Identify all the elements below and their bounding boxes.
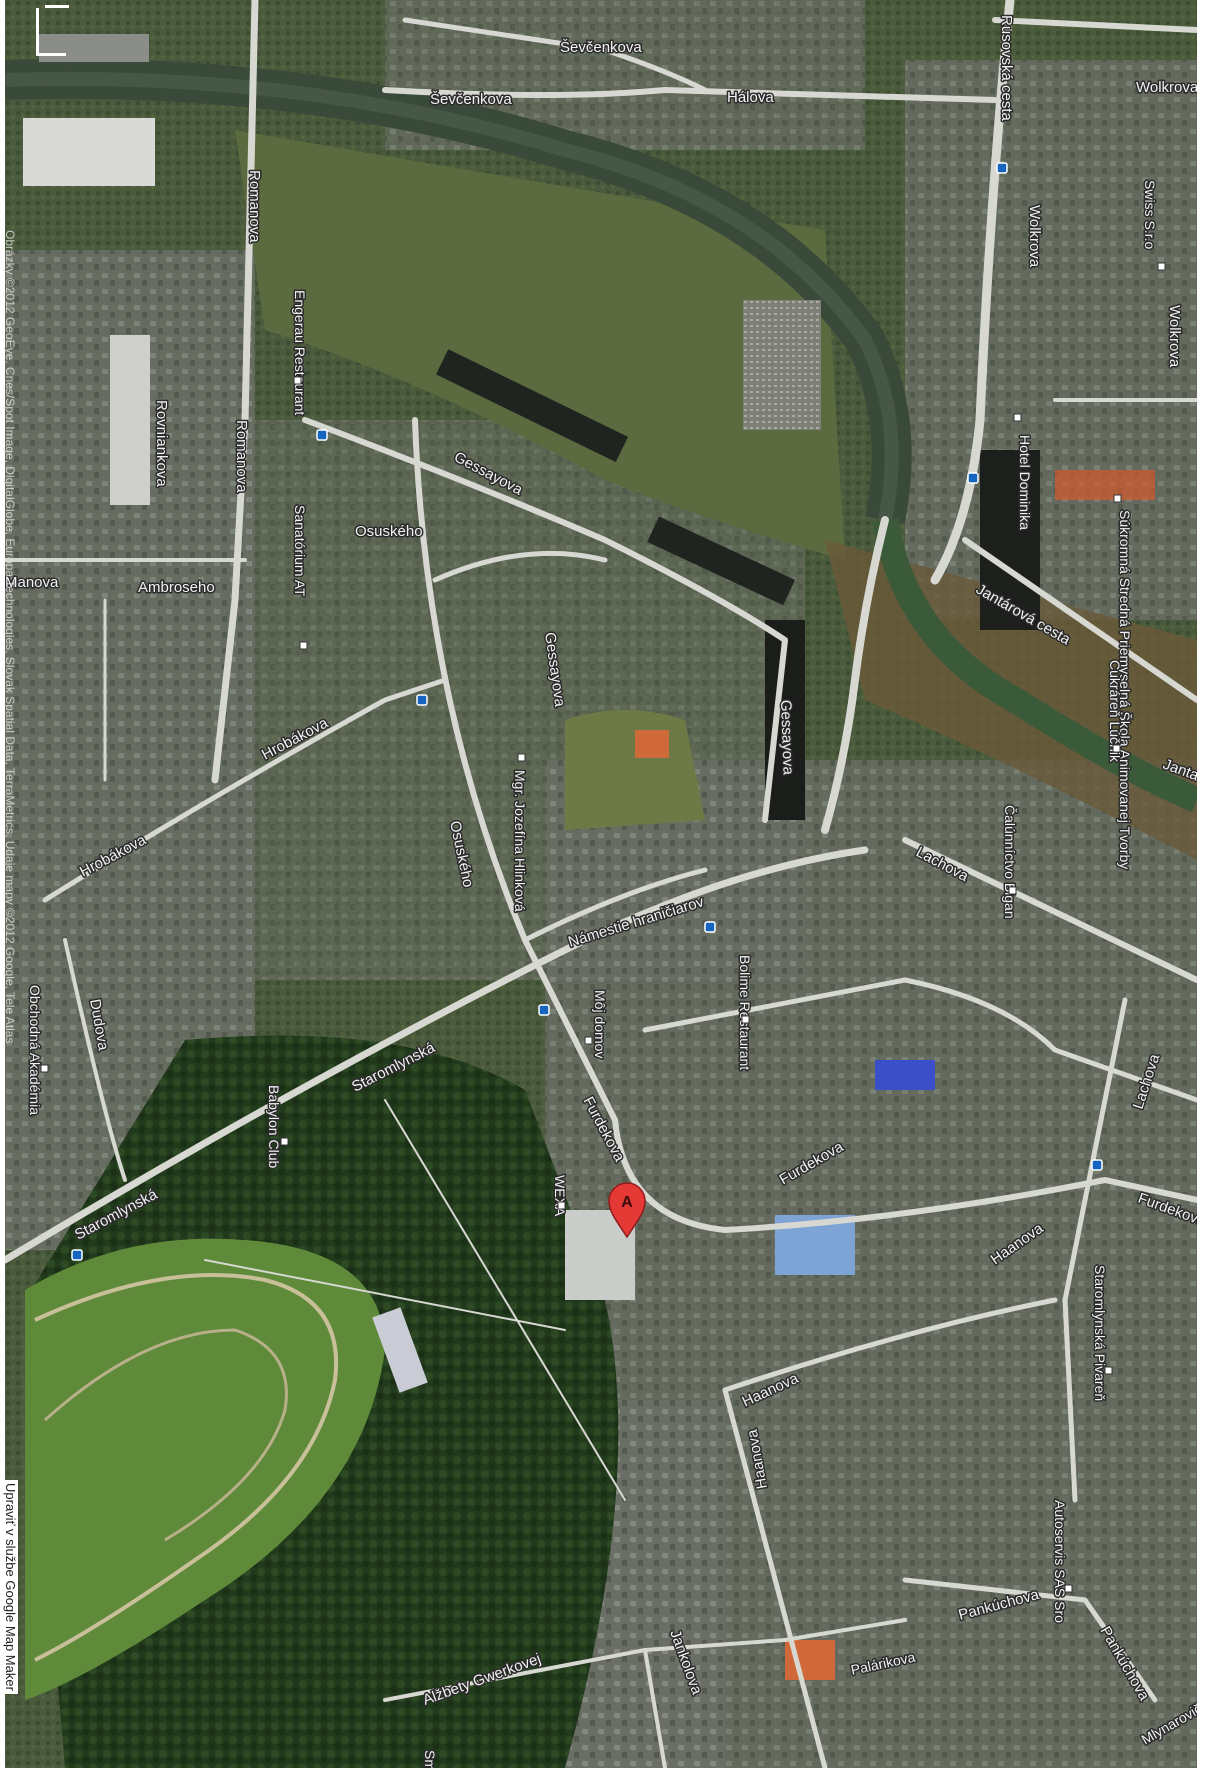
street-label: Gessayova [777,700,797,776]
satellite-map[interactable]: A Ševčenkova Ševčenkova Hálova Rusovská … [5,0,1197,1768]
poi-label: Sanatórium AT [292,505,308,597]
poi-label: Obchodná Akadémia [27,985,43,1115]
poi-label: Súkromná Stredná Priemyselná Škola Animo… [1117,510,1133,869]
copyright-text: Obrázky ©2012 GeoEye, Cnes/Spot Image, D… [3,230,17,1044]
street-label: Rusovská cesta [998,15,1015,122]
poi-label: Swiss S.r.o [1142,180,1158,249]
street-label: Ševčenkova [430,91,512,108]
street-label: Wolkrova [1166,305,1183,368]
poi-label: Cukráreň Lúčnik [1107,660,1123,763]
poi-label: Môj domov [592,990,608,1058]
poi-label: Hotel Dominika [1017,435,1033,530]
bus-stop-icon [71,162,1103,1261]
edit-in-map-maker-link[interactable]: Upraviť v službe Google Map Maker [0,1480,20,1770]
marker-label: A [621,1194,633,1211]
location-marker-a[interactable]: A [608,1182,646,1239]
edit-in-map-maker-text[interactable]: Upraviť v službe Google Map Maker [3,1480,18,1694]
poi-label: Babylon Club [266,1085,282,1168]
left-margin [0,0,5,1774]
street-label: Hálova [727,89,774,106]
street-label: Ambroseho [138,579,215,596]
map-imagery[interactable]: A Ševčenkova Ševčenkova Hálova Rusovská … [5,0,1197,1768]
street-label: Romanova [233,420,250,493]
street-label: Manova [5,574,59,591]
street-label: Wolkrova [1026,205,1043,268]
right-margin [1197,0,1205,1774]
street-label: Wolkrova [1136,79,1197,96]
poi-label: Engerau Restaurant [292,290,308,415]
street-label: Rovniankova [153,400,170,487]
street-label: Smolenova [422,1750,438,1768]
poi-label: Mgr. Jozefína Hlinková [512,770,528,912]
poi-label: Bolime Restaurant [737,955,753,1070]
poi-label: WEXA [552,1175,568,1217]
poi-label: Autoservis SAS Sro [1052,1500,1068,1623]
street-label: Romanova [246,170,263,243]
poi-label: Staromlynská Pivareň [1092,1265,1108,1401]
map-corner-marker [36,5,69,56]
street-label: Ševčenkova [560,39,642,56]
poi-label: Čalúnníctvo Bigan [1002,805,1018,919]
street-label: Osuského [355,523,423,540]
map-copyright: Obrázky ©2012 GeoEye, Cnes/Spot Image, D… [3,230,21,1450]
